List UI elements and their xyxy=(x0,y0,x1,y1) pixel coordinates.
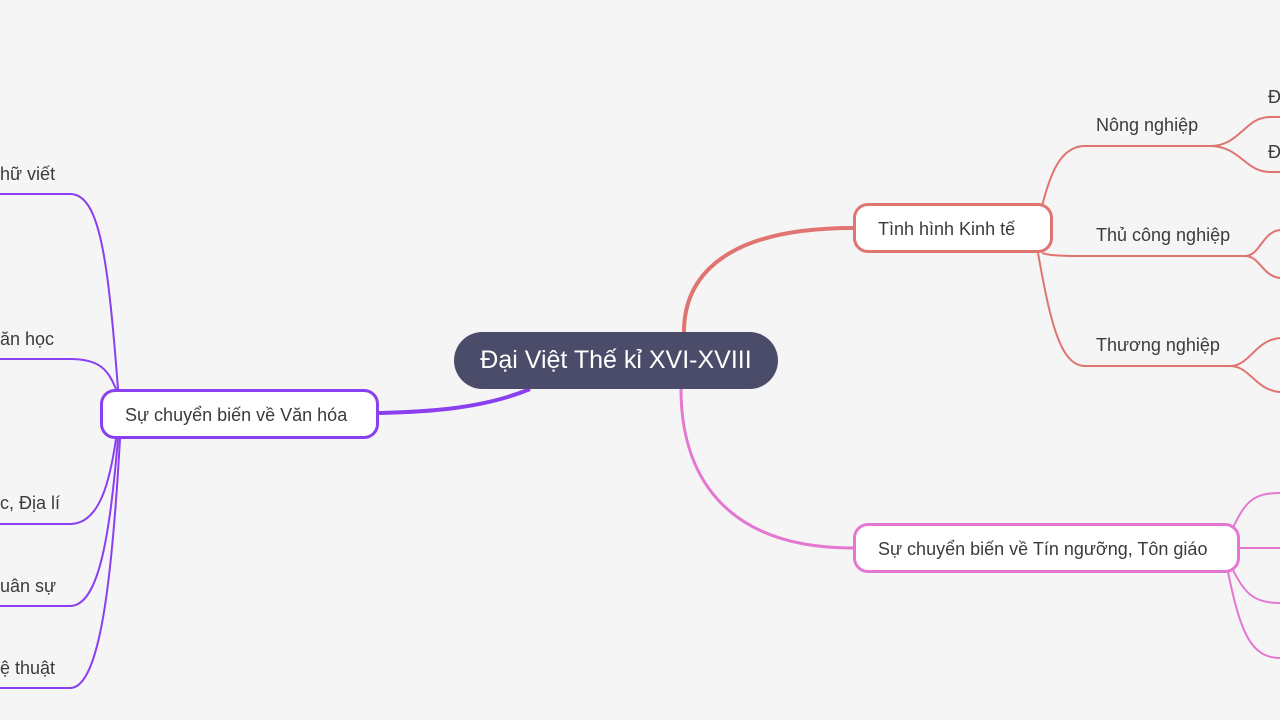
link-thucong-g2 xyxy=(1244,255,1280,279)
link-thuong-g2 xyxy=(1229,365,1280,393)
link-nong-d1 xyxy=(1209,116,1280,147)
subtopic-dia-li[interactable]: c, Địa lí xyxy=(0,493,61,513)
link-thucong-g1 xyxy=(1244,229,1280,257)
link-vanhoa-diali xyxy=(0,438,117,525)
link-root-vanhoa xyxy=(378,387,531,415)
subtopic-chu-viet[interactable]: hữ viết xyxy=(0,164,56,184)
subtopic-nong-child-1[interactable]: Đ xyxy=(1268,87,1280,107)
subtopic-quan-su[interactable]: uân sự xyxy=(0,576,57,596)
link-tinnguong-g4 xyxy=(1227,571,1280,659)
topic-tin-nguong[interactable]: Sự chuyển biến về Tín ngưỡng, Tôn giáo xyxy=(853,523,1240,573)
link-root-tinnguong xyxy=(679,388,854,550)
subtopic-nghe-thuat[interactable]: ệ thuật xyxy=(0,658,56,678)
subtopic-thuong-nghiep[interactable]: Thương nghiệp xyxy=(1096,335,1220,355)
link-vanhoa-nghethuat xyxy=(0,438,121,689)
subtopic-van-hoc[interactable]: ăn học xyxy=(0,329,55,349)
root-topic[interactable]: Đại Việt Thế kỉ XVI-XVIII xyxy=(454,332,778,389)
link-thuong-g1 xyxy=(1229,337,1280,367)
topic-kinh-te[interactable]: Tình hình Kinh tế xyxy=(853,203,1053,253)
link-tinnguong-g3 xyxy=(1231,567,1280,604)
link-vanhoa-quansu xyxy=(0,438,119,607)
topic-van-hoa[interactable]: Sự chuyển biến về Văn hóa xyxy=(100,389,379,439)
link-vanhoa-chuviet xyxy=(0,193,119,390)
link-vanhoa-vanhoc xyxy=(0,358,117,390)
subtopic-nong-nghiep[interactable]: Nông nghiệp xyxy=(1096,115,1199,135)
link-kinhte-nong xyxy=(1041,145,1210,207)
link-nong-d2 xyxy=(1209,145,1280,173)
link-kinhte-thucong xyxy=(1041,252,1245,257)
link-tinnguong-g1 xyxy=(1231,492,1280,531)
link-kinhte-thuong xyxy=(1037,252,1230,367)
subtopic-thu-cong-nghiep[interactable]: Thủ công nghiệp xyxy=(1096,225,1231,245)
subtopic-nong-child-2[interactable]: Đ xyxy=(1268,142,1280,162)
link-root-kinhte xyxy=(682,226,854,333)
